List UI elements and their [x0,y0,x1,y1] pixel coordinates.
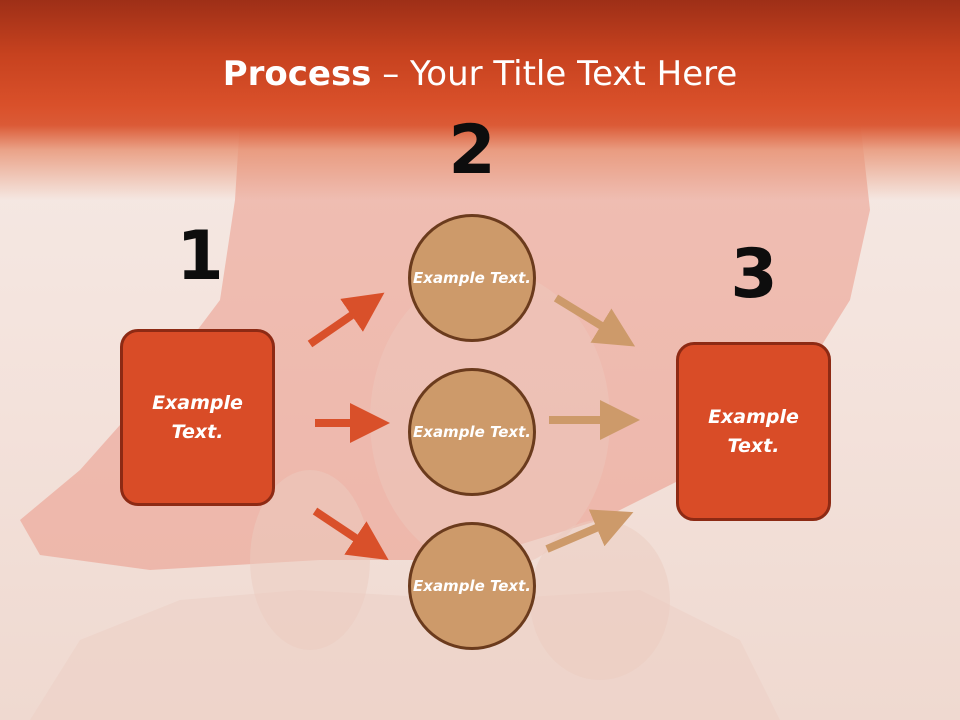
step-3-text: Example Text. [708,405,799,457]
step-1-text: Example Text. [152,391,243,443]
step-1-box: Example Text. [120,329,275,506]
arrow-top-to-3 [553,294,636,347]
circle-middle-text: Example Text. [413,422,531,441]
title-rest: – Your Title Text Here [371,54,738,94]
title-bar [0,0,960,200]
step-2-circle-middle: Example Text. [408,368,536,496]
arrow-bottom-to-3 [545,509,634,553]
arrow-1-to-bottom [312,507,389,561]
step-2-circle-top: Example Text. [408,214,536,342]
step-number-2: 2 [448,111,496,190]
title-bold: Process [222,54,372,94]
step-number-1: 1 [176,217,224,296]
step-number-3: 3 [730,235,778,314]
step-2-circle-bottom: Example Text. [408,522,536,650]
step-3-box: Example Text. [676,342,831,521]
arrow-1-to-top [307,292,385,348]
circle-top-text: Example Text. [413,268,531,287]
circle-bottom-text: Example Text. [413,576,531,595]
slide-title: Process – Your Title Text Here [0,52,960,96]
